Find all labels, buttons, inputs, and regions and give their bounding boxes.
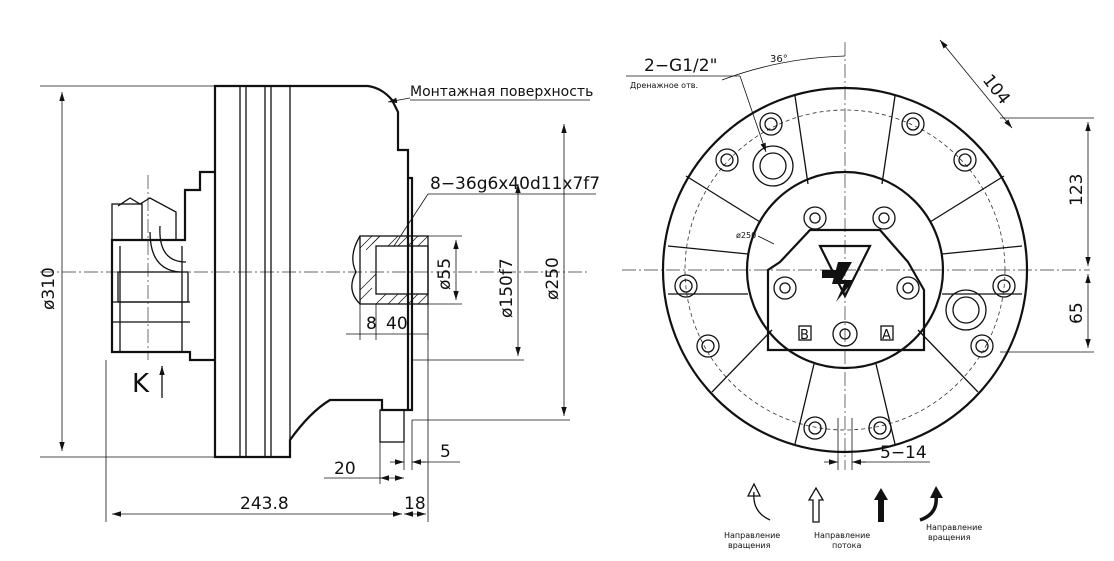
- port-b-label: B: [800, 328, 809, 343]
- dim-123: 123: [1067, 174, 1087, 206]
- dim-flange-18: 18: [404, 494, 426, 514]
- legend-rotation-cw-line2: вращения: [928, 533, 971, 542]
- drain-hole-label: Дренажное отв.: [630, 81, 698, 90]
- outer-flange-circle: [661, 86, 1029, 454]
- drain-thread-label: 2−G1/2": [644, 56, 717, 76]
- view-k-label: K: [132, 369, 150, 399]
- rotation-cw-icon: [919, 486, 943, 522]
- dim-20: 20: [334, 459, 356, 479]
- dim-spline-40: 40: [386, 314, 408, 334]
- dim-pilot-diameter: ø150f7: [497, 258, 517, 318]
- rotation-ccw-icon: [746, 482, 771, 521]
- mounting-surface-label: Монтажная поверхность: [410, 84, 593, 100]
- flow-solid-arrow-icon: [874, 488, 888, 522]
- manufacturer-logo: [818, 244, 872, 302]
- legend-rotation-cw-line1: Направление: [926, 523, 982, 532]
- dim-overall-diameter: ø310: [39, 267, 59, 310]
- dim-length: 243.8: [240, 494, 289, 514]
- dim-spline-8: 8: [366, 314, 377, 334]
- bolt-holes: [674, 112, 1016, 440]
- front-view: B A 2−G1/2" Дренажное отв. 36° 104 ø250 …: [622, 39, 1094, 470]
- dim-5-14: 5−14: [880, 443, 927, 463]
- direction-legend: Направление вращения Направление потока …: [724, 482, 982, 550]
- dim-angle-36: 36°: [770, 54, 788, 65]
- dim-bolt-circle: ø250: [543, 257, 563, 300]
- legend-rotation-ccw-line1: Направление: [724, 531, 780, 540]
- port-a-label: A: [882, 328, 891, 343]
- legend-flow-line2: потока: [832, 541, 862, 550]
- valve-plate: [766, 228, 926, 352]
- dim-104: 104: [978, 71, 1014, 109]
- legend-rotation-ccw-line2: вращения: [728, 541, 771, 550]
- flow-outline-arrow-icon: [807, 486, 825, 523]
- dim-shaft-diameter: ø55: [435, 258, 455, 290]
- side-view: ø310 K Монтажная поверхность 8−36g6x40d1…: [39, 84, 600, 522]
- motor-housing-outline: [213, 84, 414, 459]
- drain-ports: [752, 145, 987, 331]
- legend-flow-line1: Направление: [814, 531, 870, 540]
- valve-block-outline: [110, 170, 215, 362]
- spline-spec-label: 8−36g6x40d11x7f7: [430, 174, 600, 194]
- dim-5: 5: [440, 442, 451, 462]
- dim-65: 65: [1067, 302, 1087, 324]
- dim-pcd-small: ø250: [736, 231, 756, 240]
